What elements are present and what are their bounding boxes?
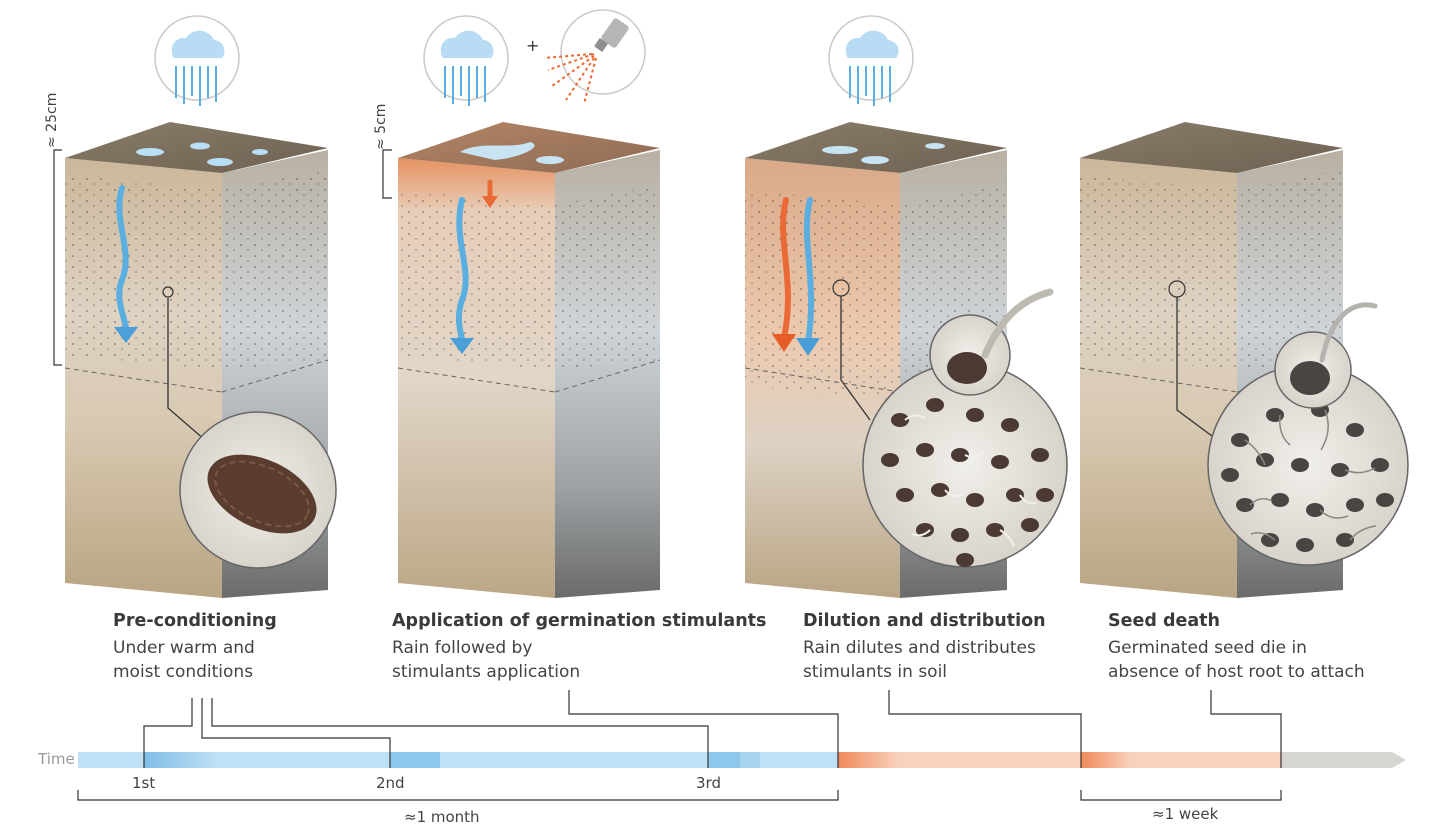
span-label-month: ≈1 month [404, 808, 480, 826]
magnifier-seeds-3 [832, 279, 1068, 568]
stage-desc-line-2: stimulants application [392, 662, 581, 682]
stage-desc-line-1: Germinated seed die in [1108, 638, 1307, 658]
depth-label-25cm: ≈ 25cm [44, 92, 60, 148]
stage-title-seed-death: Seed death [1108, 611, 1220, 631]
magnifier-seeds-4 [1168, 280, 1409, 566]
magnifier-seed-1 [162, 286, 337, 569]
depth-bracket-5cm [382, 149, 392, 199]
stage-title-application: Application of germination stimulants [392, 611, 767, 631]
sprayer-icon [543, 9, 646, 105]
stage-desc-line-2: absence of host root to attach [1108, 662, 1365, 682]
depth-bracket-25cm [53, 149, 62, 366]
rain-cloud-icon [154, 15, 240, 106]
soil-block-2 [397, 122, 661, 598]
stage-desc-line-1: Rain dilutes and distributes [803, 638, 1036, 658]
plus-sign: + [526, 36, 540, 55]
timeline-label: Time [38, 750, 75, 768]
tick-label-1st: 1st [132, 774, 156, 792]
stage-desc-line-2: stimulants in soil [803, 662, 948, 682]
timeline [77, 690, 1406, 801]
span-label-week: ≈1 week [1152, 805, 1219, 823]
stage-desc-line-1: Under warm and [113, 638, 255, 658]
stage-desc-line-1: Rain followed by [392, 638, 533, 658]
rain-cloud-icon [828, 15, 914, 106]
depth-label-5cm: ≈ 5cm [373, 103, 389, 150]
rain-cloud-icon [423, 15, 509, 106]
tick-label-2nd: 2nd [376, 774, 405, 792]
stage-title-dilution: Dilution and distribution [803, 611, 1046, 631]
stage-title-preconditioning: Pre-conditioning [113, 611, 277, 631]
stage-desc-line-2: moist conditions [113, 662, 254, 682]
tick-label-3rd: 3rd [696, 774, 721, 792]
